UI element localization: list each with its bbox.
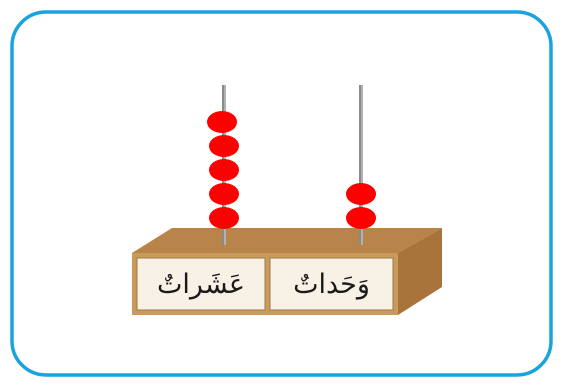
units-label-plate (269, 257, 394, 311)
tens-bead (207, 111, 237, 133)
abacus-box-side (398, 228, 442, 315)
tens-label-plate (136, 257, 266, 311)
units-bead (346, 183, 376, 205)
tens-bead (209, 207, 239, 229)
tens-bead (209, 183, 239, 205)
units-beads (346, 183, 376, 229)
tens-label: عَشَراتٌ (157, 268, 246, 300)
units-bead (346, 207, 376, 229)
units-label: وَحَداتٌ (293, 268, 370, 300)
units-rod-highlight (361, 85, 363, 245)
units-rod (359, 85, 363, 245)
tens-bead (209, 159, 239, 181)
figure-frame (10, 10, 553, 377)
tens-beads (207, 111, 239, 229)
tens-bead (209, 135, 239, 157)
abacus-box-top (132, 228, 442, 253)
